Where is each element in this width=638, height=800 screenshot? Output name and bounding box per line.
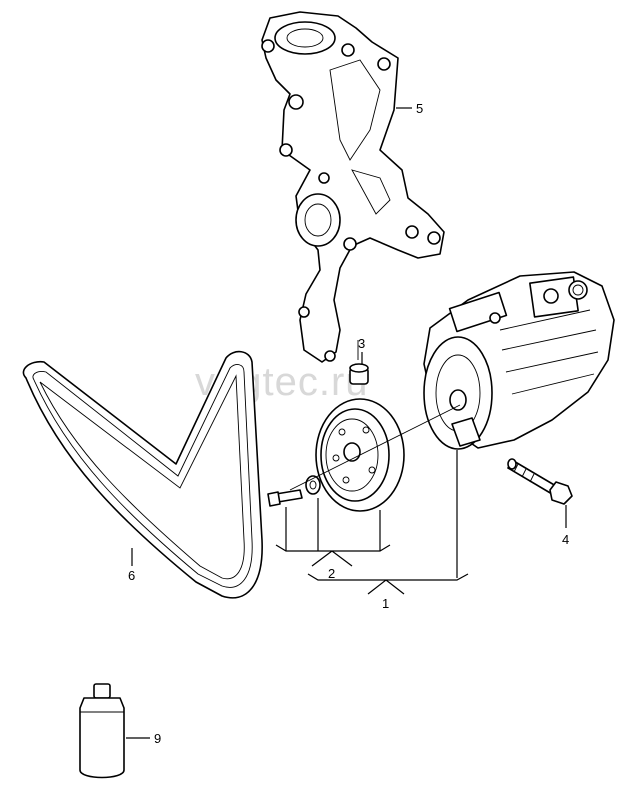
callout-9: 9 — [154, 731, 161, 746]
callout-1: 1 — [382, 596, 389, 611]
callout-6: 6 — [128, 568, 135, 583]
leader-lines — [126, 107, 567, 739]
compressor-part-1[interactable] — [423, 271, 615, 450]
callout-4: 4 — [562, 532, 569, 547]
belt-part-6[interactable] — [22, 350, 263, 599]
bottle-part-9[interactable] — [79, 683, 125, 779]
bolt-part-4[interactable] — [507, 458, 573, 505]
callout-2: 2 — [328, 566, 335, 581]
sleeve-part-3[interactable] — [349, 363, 369, 385]
callout-3: 3 — [358, 336, 365, 351]
pulley-bolt[interactable] — [267, 489, 303, 507]
assembly-axis — [289, 404, 461, 491]
callout-5: 5 — [416, 101, 423, 116]
pulley-part-2[interactable] — [315, 398, 405, 512]
bracket-part-5[interactable] — [261, 11, 445, 363]
